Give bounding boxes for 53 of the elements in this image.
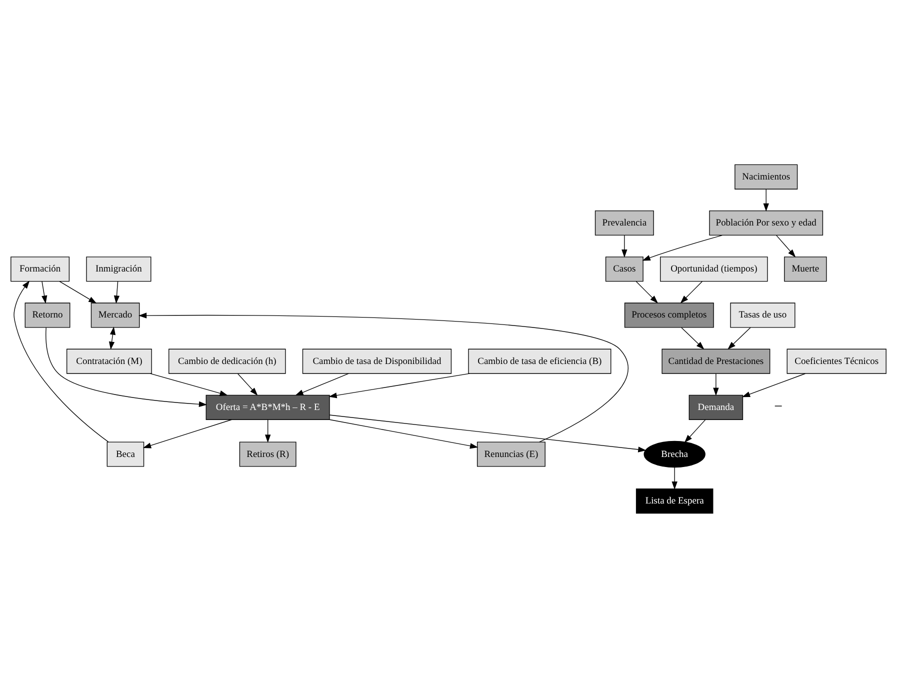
node-box: Demanda bbox=[688, 394, 744, 420]
arrow bbox=[295, 372, 349, 396]
arrow bbox=[142, 418, 232, 448]
arrow bbox=[264, 418, 271, 442]
node-box: Renuncias (E) bbox=[476, 441, 546, 466]
node-box: Nacimientos bbox=[734, 164, 798, 189]
node-box: Oportunidad (tiempos) bbox=[660, 256, 768, 282]
node-box: Oferta = A*B*M*h – R - E bbox=[206, 394, 330, 420]
arrow bbox=[14, 280, 109, 442]
arrow bbox=[46, 326, 208, 407]
node-box: Contratación (M) bbox=[66, 348, 152, 374]
node-box: Cambio de dedicación (h) bbox=[168, 348, 286, 374]
node-box: Mercado bbox=[90, 302, 140, 328]
arrow bbox=[684, 418, 706, 442]
arrow bbox=[108, 326, 116, 350]
arrow bbox=[776, 234, 796, 257]
node-box: Retiros (R) bbox=[239, 441, 296, 466]
node-box: Población Por sexo y edad bbox=[709, 210, 824, 236]
node-box: Tasas de uso bbox=[730, 302, 796, 328]
label: − bbox=[774, 398, 783, 415]
arrow bbox=[763, 188, 769, 212]
node-box: Lista de Espera bbox=[636, 488, 714, 514]
arrow bbox=[59, 280, 97, 303]
node-box: Beca bbox=[106, 441, 144, 466]
node-box: Cantidad de Prestaciones bbox=[662, 348, 770, 374]
node-box: Muerte bbox=[784, 256, 827, 282]
arrow bbox=[713, 372, 719, 396]
arrow bbox=[728, 326, 751, 349]
arrow bbox=[742, 372, 806, 397]
arrow bbox=[329, 418, 478, 448]
arrow bbox=[329, 414, 646, 452]
node-box: Casos bbox=[605, 256, 644, 282]
arrow bbox=[328, 372, 470, 398]
arrow bbox=[138, 312, 628, 442]
node-box: Inmigración bbox=[86, 256, 152, 282]
node-box: Cambio de tasa de Disponibilidad bbox=[302, 348, 452, 374]
arrow bbox=[672, 466, 678, 490]
node-box: Formación bbox=[10, 256, 70, 282]
node-ellipse: Brecha bbox=[644, 440, 706, 468]
arrow bbox=[622, 234, 628, 258]
node-box: Retorno bbox=[24, 302, 70, 328]
node-box: Prevalencia bbox=[594, 210, 654, 236]
node-box: Coeficientes Técnicos bbox=[786, 348, 886, 374]
arrow bbox=[636, 280, 658, 303]
arrow bbox=[42, 280, 48, 304]
node-box: Cambio de tasa de eficiencia (B) bbox=[468, 348, 612, 374]
arrow bbox=[238, 372, 258, 396]
arrow bbox=[114, 280, 120, 304]
arrow bbox=[681, 326, 704, 349]
node-box: Procesos completos bbox=[624, 302, 714, 328]
arrow bbox=[680, 280, 702, 303]
arrow bbox=[150, 372, 228, 396]
arrow bbox=[642, 234, 723, 260]
